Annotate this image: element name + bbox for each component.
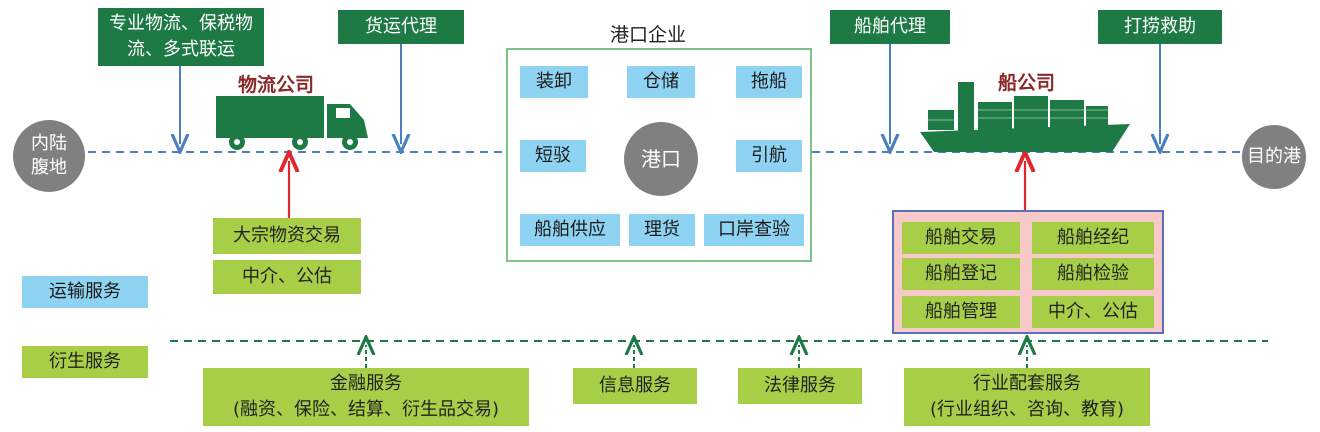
port-item-loading: 装卸: [520, 66, 588, 98]
destination-node: 目的港: [1242, 125, 1306, 189]
ship-agency-label: 船舶代理: [854, 16, 926, 37]
port-item-tugboat: 拖船: [736, 66, 802, 98]
trade-broker-box: 中介、公估: [213, 260, 361, 294]
industry-detail: (行业组织、咨询、教育): [929, 399, 1125, 420]
port-center-node: 港口: [624, 122, 698, 196]
finance-services-box: 金融服务 (融资、保险、结算、衍生品交易): [203, 368, 529, 426]
logistics-services-box: 专业物流、保税物流、多式联运: [98, 8, 264, 66]
legal-services-box: 法律服务: [738, 368, 862, 404]
freight-agent-label: 货运代理: [365, 16, 437, 37]
finance-title: 金融服务: [330, 373, 402, 394]
port-item-pilotage: 引航: [736, 140, 802, 172]
salvage-label: 打捞救助: [1124, 16, 1196, 37]
salvage-box: 打捞救助: [1098, 10, 1222, 44]
truck-icon: [216, 96, 368, 150]
industry-services-box: 行业配套服务 (行业组织、咨询、教育): [904, 368, 1150, 426]
ship-service-registration: 船舶登记: [902, 258, 1020, 290]
shipping-company-label: 船公司: [998, 72, 1056, 94]
port-item-tally: 理货: [629, 214, 695, 246]
industry-title: 行业配套服务: [973, 373, 1081, 394]
destination-label: 目的港: [1247, 146, 1301, 167]
inland-node: 内陆腹地: [13, 120, 85, 192]
ship-service-management: 船舶管理: [902, 296, 1020, 328]
bulk-trade-box: 大宗物资交易: [213, 218, 361, 254]
ship-icon: [920, 82, 1130, 152]
port-item-shuttle: 短驳: [520, 140, 586, 172]
logistics-services-label: 专业物流、保税物流、多式联运: [109, 13, 253, 60]
legend-transport: 运输服务: [22, 276, 148, 308]
port-enterprise-box: 装卸 仓储 拖船 短驳 港口 引航 船舶供应 理货 口岸查验: [506, 48, 812, 262]
freight-agent-box: 货运代理: [338, 10, 464, 44]
ship-service-brokerage: 船舶经纪: [1032, 222, 1154, 254]
ship-service-inspection: 船舶检验: [1032, 258, 1154, 290]
info-services-box: 信息服务: [573, 368, 697, 404]
ship-service-broker: 中介、公估: [1032, 296, 1154, 328]
port-item-storage: 仓储: [627, 66, 695, 98]
ship-services-panel: 船舶交易 船舶经纪 船舶登记 船舶检验 船舶管理 中介、公估: [892, 210, 1164, 334]
logistics-company-label: 物流公司: [238, 74, 315, 96]
port-item-ship-supply: 船舶供应: [520, 214, 620, 246]
legend-derivative: 衍生服务: [22, 346, 148, 378]
inland-label: 内陆腹地: [31, 133, 67, 178]
ship-service-trade: 船舶交易: [902, 222, 1020, 254]
finance-detail: (融资、保险、结算、衍生品交易): [232, 399, 500, 420]
ship-agency-box: 船舶代理: [830, 10, 950, 44]
port-title: 港口企业: [610, 24, 687, 46]
port-item-inspection: 口岸查验: [704, 214, 804, 246]
